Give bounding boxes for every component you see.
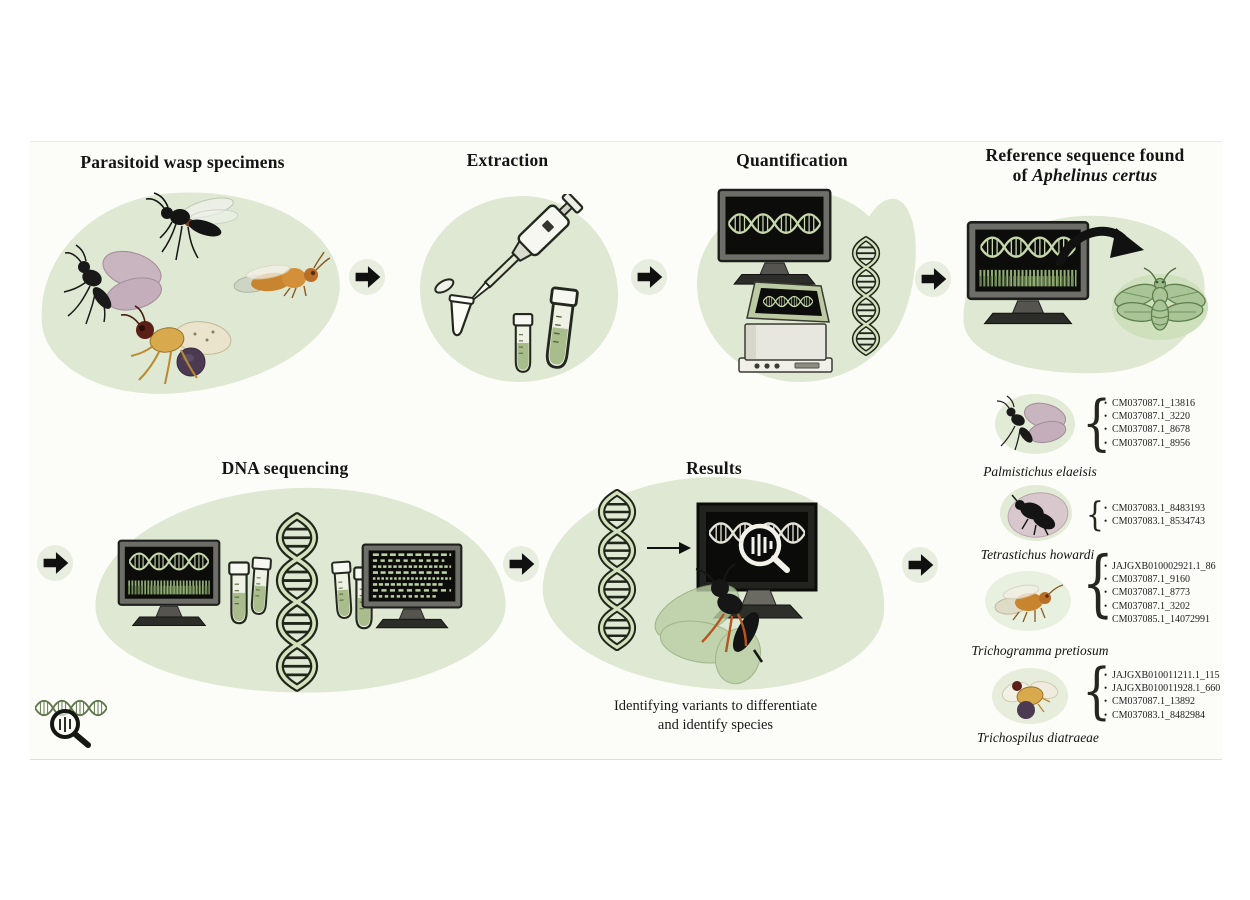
accession-item: CM037083.1_8483193 xyxy=(1104,502,1205,515)
specimen-wasp-black-flying xyxy=(145,192,239,261)
panel-title-extraction: Extraction xyxy=(466,150,549,170)
test-tube-large-icon xyxy=(541,286,580,371)
accession-item: CM037087.1_3220 xyxy=(1104,410,1195,423)
curved-arrow-icon xyxy=(1056,226,1144,267)
sequencing-helix-icon xyxy=(264,512,330,692)
results-caption-line1: Identifying variants to differentiate xyxy=(613,698,818,714)
accession-item: JAJGXB010011211.1_115 xyxy=(1104,669,1220,682)
accession-list-trichogramma: JAJGXB010002921.1_86CM037087.1_9160CM037… xyxy=(1104,560,1216,626)
accession-item: CM037087.1_13816 xyxy=(1104,397,1195,410)
accession-item: CM037087.1_8773 xyxy=(1104,586,1216,599)
quantification-helix-icon xyxy=(843,236,889,356)
results-helix-icon xyxy=(588,484,646,656)
reference-title-prefix: of xyxy=(1012,165,1028,185)
specimen-wasp-mauve-wings xyxy=(63,244,162,325)
panel-title-sequencing: DNA sequencing xyxy=(221,458,349,478)
sequencing-monitor-right xyxy=(361,534,463,640)
accession-list-trichospilus: JAJGXB010011211.1_115JAJGXB010011928.1_6… xyxy=(1104,669,1220,722)
flow-arrow-3 xyxy=(914,260,952,298)
accession-list-tetrastichus: CM037083.1_8483193CM037083.1_8534743 xyxy=(1104,502,1205,528)
panel-title-specimens: Parasitoid wasp specimens xyxy=(80,152,285,172)
accession-item: CM037087.1_3202 xyxy=(1104,600,1216,613)
panel-title-reference: Reference sequence found of Aphelinus ce… xyxy=(960,145,1210,185)
flow-arrow-6 xyxy=(901,546,939,584)
accession-item: CM037083.1_8482984 xyxy=(1104,709,1220,722)
test-tube-small-icon xyxy=(512,312,534,373)
species-brace-2: { xyxy=(1086,494,1104,535)
panel-title-results: Results xyxy=(686,458,742,478)
species-thumb-tetrastichus xyxy=(1000,485,1072,541)
sequencing-monitor-left xyxy=(117,530,221,638)
results-monitor xyxy=(696,502,818,619)
pipette-icon xyxy=(469,194,584,302)
results-wasp-illustration xyxy=(654,563,764,685)
accession-item: CM037087.1_8678 xyxy=(1104,423,1195,436)
reference-title-species: Aphelinus certus xyxy=(1032,165,1158,185)
flow-arrow-4 xyxy=(36,544,74,582)
reference-title-line1: Reference sequence found xyxy=(985,145,1185,165)
results-arrow-icon xyxy=(647,542,691,554)
results-caption-line2: and identify species xyxy=(657,717,774,733)
species-thumb-trichospilus xyxy=(992,668,1068,724)
accession-item: CM037083.1_8534743 xyxy=(1104,515,1205,528)
species-name-palmistichus: Palmistichus elaeisis xyxy=(983,464,1097,479)
extraction-illustration xyxy=(434,194,584,373)
dna-magnifier-logo xyxy=(35,699,107,748)
results-caption: Identifying variants to differentiate an… xyxy=(578,697,853,735)
accession-item: CM037087.1_9160 xyxy=(1104,573,1216,586)
species-name-trichospilus: Trichospilus diatraeae xyxy=(977,730,1099,745)
species-thumb-palmistichus xyxy=(995,394,1075,454)
reference-monitor xyxy=(966,220,1090,328)
flow-arrow-5 xyxy=(502,545,540,583)
flow-arrow-1 xyxy=(348,258,386,296)
panel-title-quantification: Quantification xyxy=(736,150,848,170)
accession-item: JAJGXB010002921.1_86 xyxy=(1104,560,1216,573)
species-name-tetrastichus: Tetrastichus howardi xyxy=(980,547,1095,562)
accession-list-palmistichus: CM037087.1_13816CM037087.1_3220CM037087.… xyxy=(1104,397,1195,450)
specimen-wasp-gold xyxy=(120,305,232,385)
reference-title-line2: of Aphelinus certus xyxy=(960,165,1210,185)
species-name-trichogramma: Trichogramma pretiosum xyxy=(971,643,1109,658)
flow-arrow-2 xyxy=(630,258,668,296)
reference-wasp-illustration xyxy=(1112,267,1208,340)
accession-item: CM037087.1_13892 xyxy=(1104,695,1220,708)
accession-item: CM037087.1_8956 xyxy=(1104,437,1195,450)
microtube-icon xyxy=(434,278,475,337)
sequencer-machine xyxy=(738,281,833,373)
accession-item: JAJGXB010011928.1_660 xyxy=(1104,682,1220,695)
species-thumb-trichogramma xyxy=(985,571,1071,631)
accession-item: CM037085.1_14072991 xyxy=(1104,613,1216,626)
specimen-wasp-orange xyxy=(233,251,331,299)
